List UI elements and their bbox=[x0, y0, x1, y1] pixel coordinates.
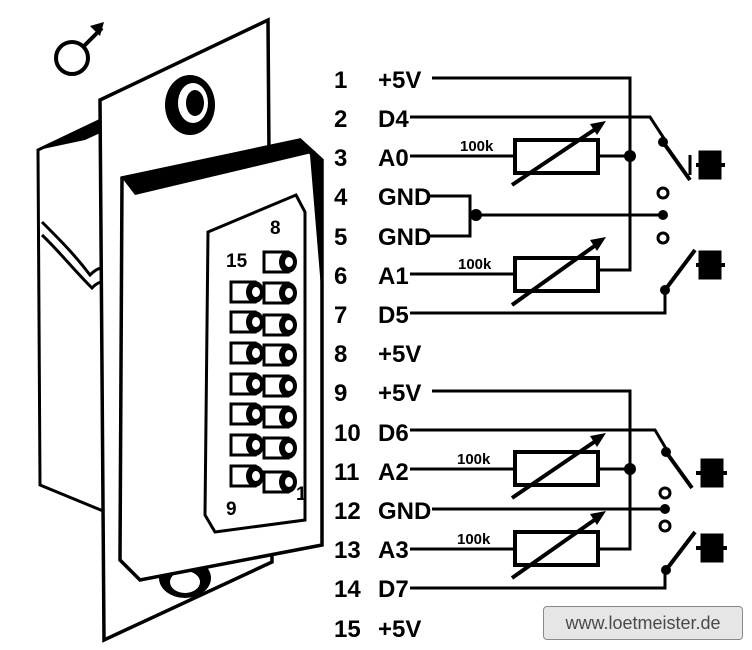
pin-signal: GND bbox=[378, 224, 431, 251]
connector-pin bbox=[262, 313, 297, 337]
pin-number: 4 bbox=[334, 184, 348, 211]
switch-contact-icon bbox=[658, 486, 672, 533]
connector-pin bbox=[229, 464, 264, 488]
junction-dot bbox=[624, 463, 636, 475]
pin-number: 8 bbox=[334, 341, 347, 368]
connector-pin bbox=[262, 374, 297, 398]
pin-signal: +5V bbox=[378, 380, 421, 407]
shroud-top-dark bbox=[122, 140, 316, 195]
connector-pin bbox=[262, 343, 297, 367]
db15-connector: 8 15 9 1 bbox=[36, 17, 324, 643]
pin-number: 2 bbox=[334, 106, 347, 133]
pin-number: 1 bbox=[334, 67, 347, 94]
connector-pin bbox=[262, 405, 297, 429]
pin-number: 7 bbox=[334, 302, 347, 329]
pin-signal: GND bbox=[378, 184, 431, 211]
pin-number: 10 bbox=[334, 420, 361, 447]
plug-number-15: 15 bbox=[226, 251, 248, 272]
connector-pin bbox=[229, 341, 264, 365]
circuit-upper: 100k 100k bbox=[410, 76, 725, 315]
connector-pin bbox=[262, 470, 297, 494]
resistor-value: 100k bbox=[458, 256, 492, 273]
pin-signal: A0 bbox=[378, 145, 409, 172]
potentiometer bbox=[510, 237, 606, 307]
shroud-lip-dark bbox=[300, 140, 322, 300]
pin-number: 9 bbox=[334, 380, 347, 407]
pin-signal: A1 bbox=[378, 263, 409, 290]
potentiometer bbox=[510, 511, 606, 580]
pushbutton-switch-icon bbox=[661, 447, 727, 490]
wire-gnd-5 bbox=[430, 213, 662, 238]
connector-pin bbox=[229, 372, 264, 396]
plug-number-9: 9 bbox=[226, 499, 237, 520]
resistor-value: 100k bbox=[457, 531, 491, 548]
pin-signal: +5V bbox=[378, 67, 421, 94]
pin-signal: GND bbox=[378, 498, 431, 525]
pin-signal: A3 bbox=[378, 537, 409, 564]
wire-d5 bbox=[410, 290, 667, 315]
resistor-value: 100k bbox=[460, 138, 494, 155]
pin-signal: +5V bbox=[378, 341, 421, 368]
connector-pin bbox=[262, 436, 297, 460]
mounting-hole bbox=[165, 75, 215, 135]
wire-gnd-4 bbox=[430, 194, 472, 215]
pin-signal: D7 bbox=[378, 576, 409, 603]
pin-signal: +5V bbox=[378, 616, 421, 643]
pin-number: 11 bbox=[334, 459, 359, 486]
pin-number: 14 bbox=[334, 576, 361, 603]
pushbutton-switch-icon bbox=[660, 248, 725, 295]
pin-signal: D5 bbox=[378, 302, 409, 329]
potentiometer bbox=[510, 433, 606, 500]
plug-number-1: 1 bbox=[296, 484, 307, 505]
pushbutton-switch-icon bbox=[661, 530, 727, 575]
wire-d7 bbox=[410, 568, 667, 590]
pin-label-list: 1 +5V 2 D4 3 A0 4 GND 5 GND 6 A1 7 D5 8 … bbox=[334, 67, 431, 643]
connector-pin bbox=[229, 280, 264, 304]
plug-number-8: 8 bbox=[270, 218, 281, 239]
pin-number: 12 bbox=[334, 498, 361, 525]
pin-number: 3 bbox=[334, 145, 347, 172]
wire-d6 bbox=[410, 428, 670, 453]
connector-pin bbox=[229, 402, 264, 426]
watermark-link[interactable]: www.loetmeister.de bbox=[543, 606, 743, 640]
connector-pin bbox=[262, 250, 297, 274]
connector-pin bbox=[229, 310, 264, 334]
pin-number: 13 bbox=[334, 537, 361, 564]
circuit-lower: 100k 100k bbox=[410, 389, 727, 590]
wire-5v bbox=[432, 76, 632, 272]
junction-dot bbox=[624, 150, 636, 162]
pin-number: 15 bbox=[334, 616, 361, 643]
junction-dot bbox=[470, 209, 482, 221]
connector-pin bbox=[229, 433, 264, 457]
pushbutton-switch-icon bbox=[658, 137, 725, 182]
pin-number: 6 bbox=[334, 263, 347, 290]
pin-signal: D6 bbox=[378, 420, 409, 447]
pin-number: 5 bbox=[334, 224, 347, 251]
connector-pin bbox=[262, 281, 297, 305]
resistor-value: 100k bbox=[457, 451, 491, 468]
pin-signal: D4 bbox=[378, 106, 409, 133]
potentiometer bbox=[510, 121, 606, 187]
switch-contact-icon bbox=[656, 186, 670, 245]
pin-signal: A2 bbox=[378, 459, 409, 486]
pin-array bbox=[229, 250, 297, 494]
male-symbol-icon bbox=[54, 22, 104, 76]
wire-d4 bbox=[410, 115, 667, 141]
